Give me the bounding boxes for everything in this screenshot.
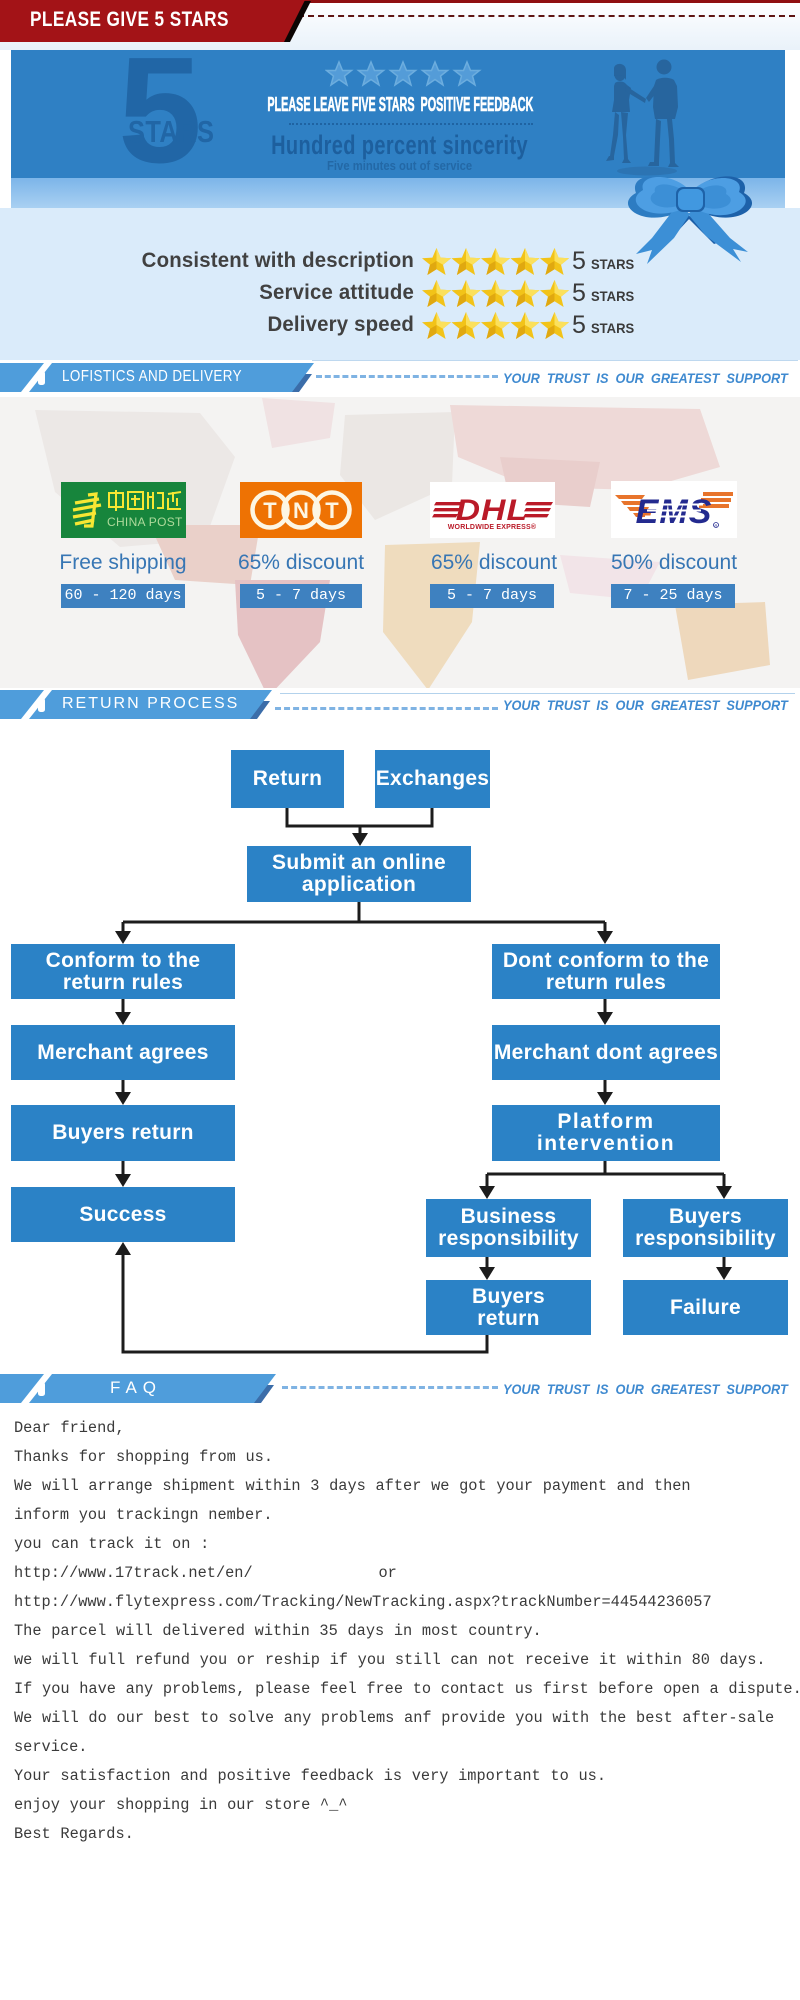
svg-text:WORLDWIDE EXPRESS®: WORLDWIDE EXPRESS® <box>448 523 537 531</box>
svg-text:DHL: DHL <box>456 493 528 527</box>
svg-text:N: N <box>293 498 309 523</box>
svg-text:R: R <box>715 523 718 528</box>
svg-text:EMS: EMS <box>636 493 713 531</box>
svg-text:T: T <box>263 498 277 523</box>
svg-text:T: T <box>325 498 339 523</box>
